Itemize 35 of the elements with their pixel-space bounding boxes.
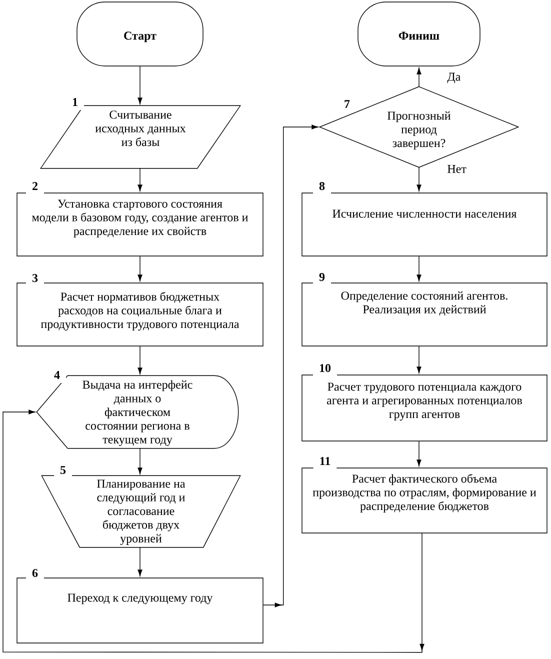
arrow — [416, 441, 422, 466]
step-number: 3 — [26, 270, 44, 286]
process-box: Расчет нормативов бюджетных расходов на социальные блага и продуктивности трудового потенциала — [16, 282, 264, 346]
terminal-box: Финиш — [358, 2, 480, 66]
process-box: Расчет трудового потенциала каждого агента и агрегированных потенциалов групп агентов — [302, 374, 548, 442]
process-box: Исчисление численности населения — [302, 192, 548, 256]
step-number: 10 — [313, 360, 337, 376]
arrow — [138, 256, 142, 282]
step-number: 2 — [26, 178, 44, 194]
step-number: 9 — [313, 269, 331, 285]
trapezoid-box: Планирование на следующий год и согласование бюджетов двух уровней — [41, 475, 241, 548]
arrow — [138, 168, 142, 192]
step-number: 4 — [48, 367, 66, 383]
arrow — [138, 547, 142, 576]
process-box: Определение состояний агентов. Реализация их действий — [302, 282, 548, 346]
process-box: Переход к следующему году — [16, 578, 264, 644]
arrow — [138, 66, 142, 104]
step-number: 11 — [313, 453, 337, 469]
terminal-box: Старт — [76, 2, 204, 66]
arrow — [138, 448, 142, 474]
arrow — [263, 124, 318, 608]
arrow — [416, 167, 422, 192]
step-number: 6 — [26, 565, 44, 581]
step-number: 5 — [54, 462, 72, 478]
step-number: 8 — [313, 178, 331, 194]
step-number: 7 — [338, 96, 356, 112]
arrow — [416, 346, 422, 374]
arrow — [138, 346, 142, 374]
process-box: Расчет фактического объема производства по отраслям, формирование и распределение бюджетов — [302, 468, 548, 534]
process-box: Установка стартового состояния модели в базовом году, создание агентов и распределение их свойств — [16, 192, 264, 256]
edge-label: Да — [446, 72, 462, 84]
arrow — [416, 256, 422, 282]
step-number: 1 — [66, 94, 84, 110]
arrow — [416, 68, 422, 87]
arrow — [2, 410, 424, 653]
